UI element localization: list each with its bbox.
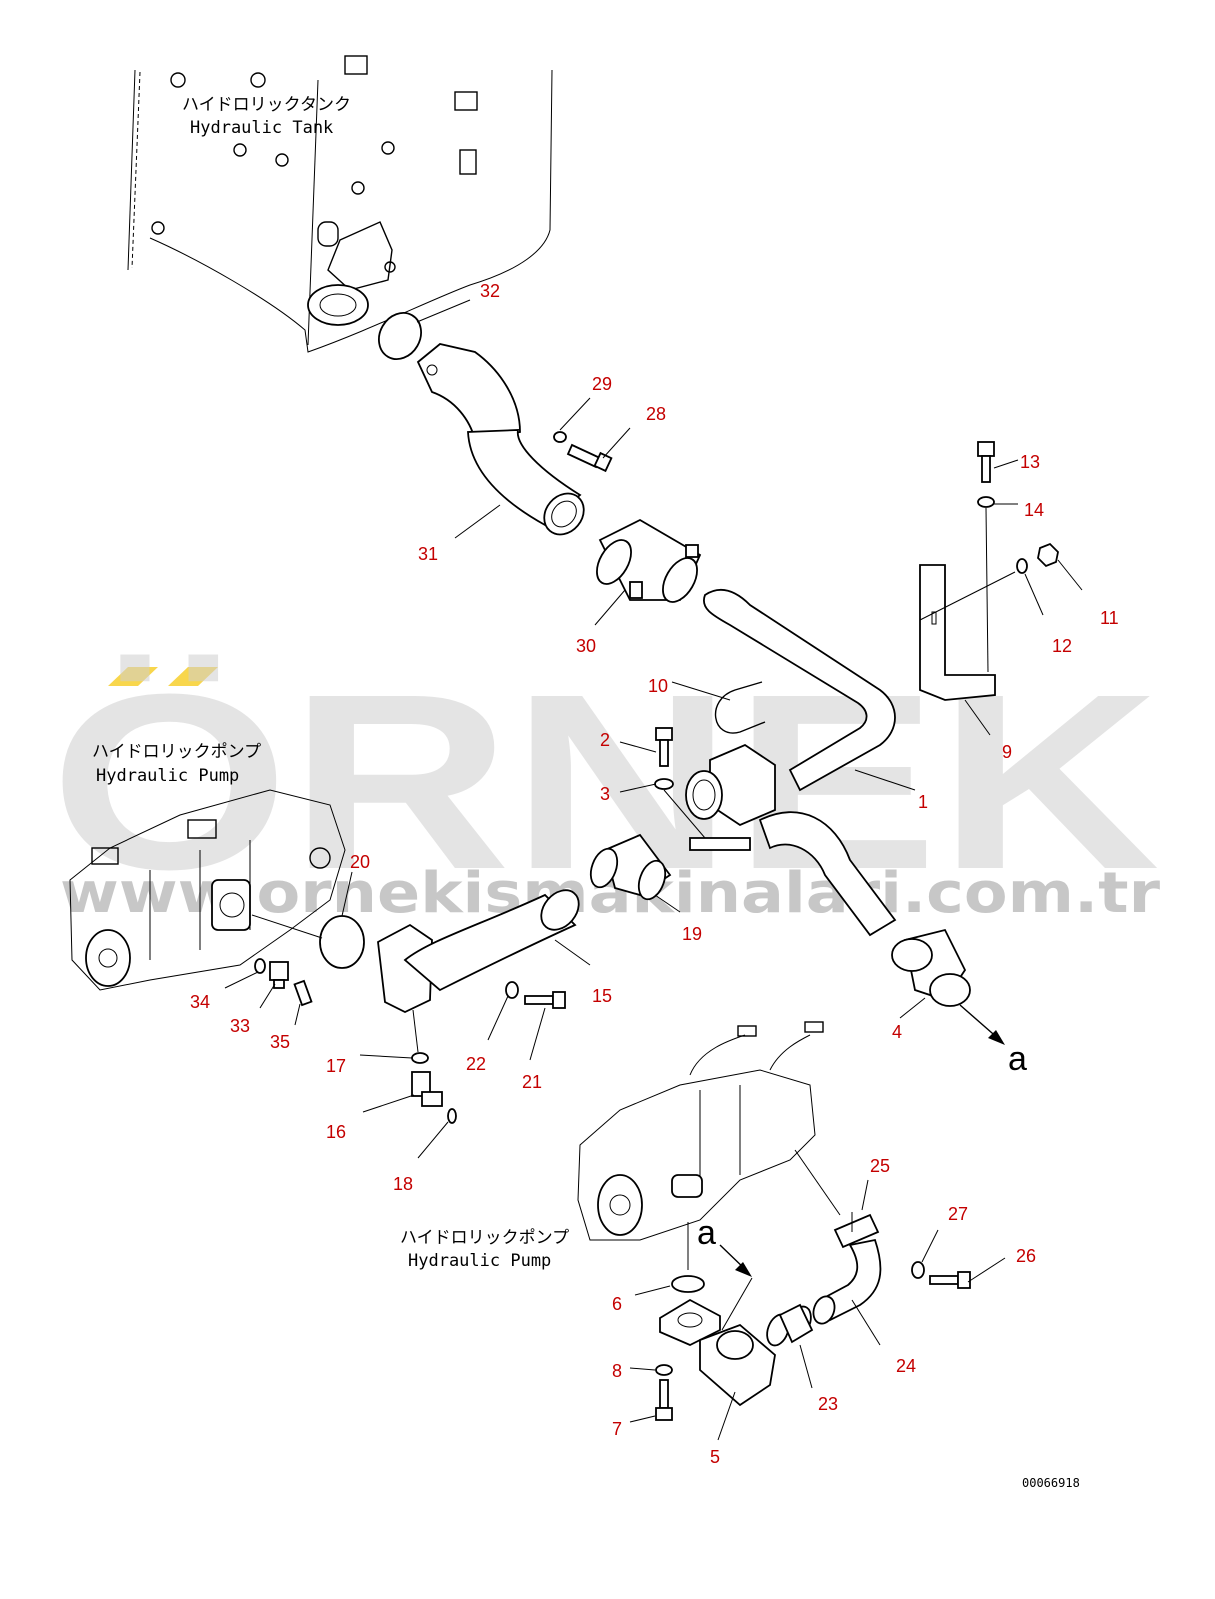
drawing-code: 00066918 xyxy=(1022,1476,1080,1490)
callout-29: 29 xyxy=(592,374,612,394)
o-ring-20 xyxy=(319,915,365,969)
callout-11: 11 xyxy=(1100,608,1119,628)
callout-33: 33 xyxy=(230,1016,250,1036)
callout-13: 13 xyxy=(1020,452,1040,472)
callout-3: 3 xyxy=(600,784,610,804)
callout-14: 14 xyxy=(1024,500,1044,520)
pump-label-en: Hydraulic Pump xyxy=(96,766,239,786)
callout-34: 34 xyxy=(190,992,210,1012)
callout-28: 28 xyxy=(646,404,666,424)
callout-7: 7 xyxy=(612,1419,622,1439)
o-ring-32 xyxy=(378,312,422,360)
callout-15: 15 xyxy=(592,986,612,1006)
pump-label-jp: ハイドロリックポンプ xyxy=(92,742,261,762)
o-ring-6 xyxy=(671,1275,705,1293)
callout-20: 20 xyxy=(350,852,370,872)
arrow-a-lower-head xyxy=(735,1262,752,1277)
callout-25: 25 xyxy=(870,1156,890,1176)
callout-18: 18 xyxy=(393,1174,413,1194)
callout-17: 17 xyxy=(326,1056,346,1076)
arrow-a-upper-head xyxy=(988,1030,1005,1045)
bolt-7 xyxy=(655,1379,673,1421)
main-pipe-1 xyxy=(685,588,897,937)
callout-30: 30 xyxy=(576,636,596,656)
elbow-fitting-16 xyxy=(411,1071,443,1107)
suction-pipe-31 xyxy=(416,343,585,536)
washer-29 xyxy=(553,431,567,443)
callout-27: 27 xyxy=(948,1204,968,1224)
washer-22 xyxy=(505,981,519,999)
plug-35 xyxy=(293,979,313,1007)
clamp-23 xyxy=(766,1303,814,1347)
tank-label-jp: ハイドロリックタンク xyxy=(182,95,351,115)
o-ring-18 xyxy=(447,1108,457,1124)
clamp-19 xyxy=(589,833,672,901)
callout-35: 35 xyxy=(270,1032,290,1052)
u-bolt-10 xyxy=(714,681,766,734)
clamp-4 xyxy=(891,928,971,1007)
callout-8: 8 xyxy=(612,1361,622,1381)
callout-32: 32 xyxy=(480,281,500,301)
hydraulic-tank: ハイドロリックタンク Hydraulic Tank xyxy=(127,55,553,353)
watermark-accent-right xyxy=(168,667,218,686)
washer-8 xyxy=(655,1364,673,1376)
callout-21: 21 xyxy=(522,1072,542,1092)
callouts: 1 2 3 4 5 6 7 8 9 10 11 12 13 14 15 16 1… xyxy=(190,281,1119,1467)
watermark-accent-left xyxy=(108,667,158,686)
nut-11 xyxy=(1037,542,1059,568)
bolt-21 xyxy=(524,991,566,1009)
tank-label-en: Hydraulic Tank xyxy=(190,118,333,138)
callout-10: 10 xyxy=(648,676,668,696)
callout-16: 16 xyxy=(326,1122,346,1142)
callout-5: 5 xyxy=(710,1447,720,1467)
suction-pipe-15 xyxy=(377,889,580,1014)
bolt-28 xyxy=(566,443,613,473)
leader-lines xyxy=(224,299,1083,1441)
callout-24: 24 xyxy=(896,1356,916,1376)
pump2-label-en: Hydraulic Pump xyxy=(408,1251,551,1271)
bolt-2 xyxy=(655,727,673,767)
callout-19: 19 xyxy=(682,924,702,944)
o-ring-17 xyxy=(411,1052,429,1064)
washer-12 xyxy=(1016,558,1028,574)
pump2-label-jp: ハイドロリックポンプ xyxy=(400,1228,569,1248)
callout-22: 22 xyxy=(466,1054,486,1074)
hydraulic-pump-lower xyxy=(577,1021,841,1241)
callout-26: 26 xyxy=(1016,1246,1036,1266)
callout-4: 4 xyxy=(892,1022,902,1042)
callout-12: 12 xyxy=(1052,636,1072,656)
arrow-label-a-upper: a xyxy=(1008,1040,1027,1078)
washer-27 xyxy=(911,1261,925,1279)
callout-1: 1 xyxy=(918,792,928,812)
o-ring-34 xyxy=(254,958,266,974)
washer-3 xyxy=(654,778,674,790)
callout-9: 9 xyxy=(1002,742,1012,762)
washer-14 xyxy=(977,496,995,508)
callout-2: 2 xyxy=(600,730,610,750)
flange-elbow-5 xyxy=(659,1298,776,1407)
arrow-label-a-lower: a xyxy=(697,1214,716,1252)
bolt-13 xyxy=(977,441,995,483)
callout-31: 31 xyxy=(418,544,438,564)
callout-6: 6 xyxy=(612,1294,622,1314)
pipe-24 xyxy=(812,1213,882,1325)
hydraulic-pump-left: ハイドロリックポンプ Hydraulic Pump xyxy=(69,742,346,991)
callout-23: 23 xyxy=(818,1394,838,1414)
bolt-26 xyxy=(929,1271,971,1289)
bracket-9 xyxy=(919,564,996,701)
coupling-30 xyxy=(596,518,702,603)
fitting-33 xyxy=(269,961,289,989)
